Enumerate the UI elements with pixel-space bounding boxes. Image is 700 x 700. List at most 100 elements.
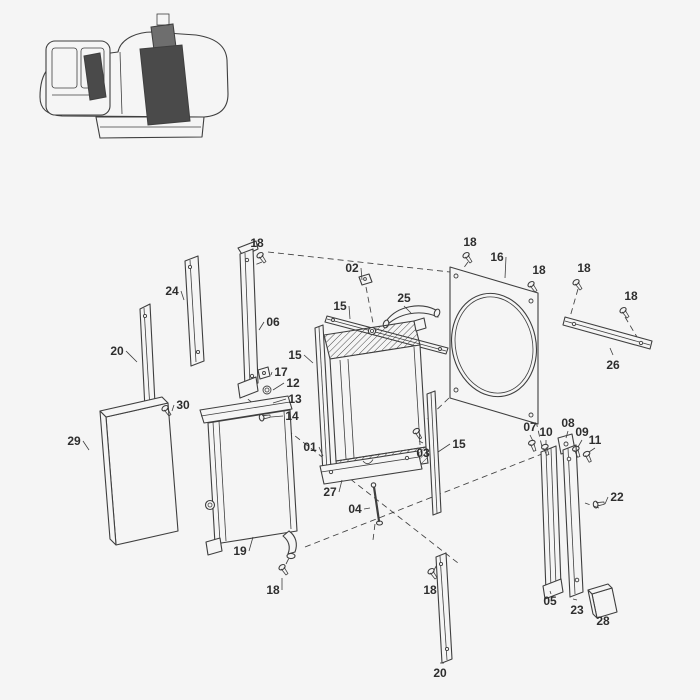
part-06-support-channel <box>237 240 259 399</box>
mount-hole <box>438 347 442 351</box>
part-label-05: 05 <box>543 594 557 608</box>
part-label-25: 25 <box>397 291 411 305</box>
part-28-pad <box>587 583 618 619</box>
guide-line <box>569 288 579 318</box>
mount-hole <box>249 373 255 379</box>
mount-hole <box>331 318 335 322</box>
part-12-ring <box>262 385 272 395</box>
part-label-20: 20 <box>110 344 124 358</box>
radiator-cap-inset <box>156 13 170 26</box>
part-04-rod <box>370 482 384 526</box>
cab-window-front <box>51 47 78 89</box>
mount-hole <box>404 455 410 461</box>
part-02-clamp <box>358 273 373 286</box>
leader-line <box>258 321 265 331</box>
leader-line <box>125 350 138 363</box>
leader-line <box>270 415 284 418</box>
part-17-fitting <box>257 366 271 380</box>
mount-hole <box>328 469 334 475</box>
mount-hole <box>187 264 193 270</box>
part-label-10: 10 <box>539 425 553 439</box>
bolt-icon <box>571 445 581 458</box>
part-label-17: 17 <box>274 365 288 379</box>
radiator-location-highlight <box>139 44 191 126</box>
guide-line <box>304 451 548 548</box>
leader-line <box>529 434 534 442</box>
part-27-lower-rail <box>319 450 423 485</box>
guide-line <box>372 523 376 541</box>
leader-layer <box>82 256 614 664</box>
leader-line <box>577 439 583 448</box>
mount-hole <box>453 387 459 393</box>
leader-line <box>437 443 451 453</box>
part-label-23: 23 <box>570 603 584 617</box>
part-label-29: 29 <box>67 434 81 448</box>
part-label-15: 15 <box>333 299 347 313</box>
leader-line <box>604 496 609 505</box>
leader-line <box>180 290 185 301</box>
mount-hole <box>244 257 250 263</box>
part-label-24: 24 <box>165 284 179 298</box>
boom-base-highlight <box>83 52 107 101</box>
part-26-brace-bar <box>562 316 653 350</box>
channel-foot <box>542 578 564 600</box>
part-16-fan-shroud <box>449 266 539 425</box>
leader-line <box>82 440 90 451</box>
part-19-oil-cooler <box>199 395 298 560</box>
part-label-30: 30 <box>176 398 190 412</box>
part-label-27: 27 <box>323 485 337 499</box>
part-15-right-strip <box>426 390 442 516</box>
part-label-12: 12 <box>286 376 300 390</box>
bolt-icon <box>256 251 267 264</box>
bolt-icon <box>619 306 630 319</box>
leader-line <box>418 440 424 444</box>
radiator-core <box>329 344 427 462</box>
guide-line <box>624 316 638 338</box>
mount-hole <box>528 412 534 418</box>
mount-hole <box>638 340 644 346</box>
leader-line <box>572 598 578 601</box>
part-label-18: 18 <box>577 261 591 275</box>
part-label-04: 04 <box>348 502 362 516</box>
engine-cover-line <box>119 51 123 115</box>
bolt-icon <box>592 500 605 509</box>
bolt-icon <box>527 280 538 293</box>
elbow-flange <box>286 552 296 560</box>
part-label-02: 02 <box>345 261 359 275</box>
mount-hole <box>142 313 148 319</box>
bolt-icon <box>278 563 289 576</box>
bolt-icon <box>427 567 438 580</box>
cooler-elbow <box>282 530 297 555</box>
leader-line <box>360 267 363 281</box>
mount-hole <box>574 577 580 583</box>
part-24-side-plate <box>184 255 205 367</box>
part-label-15: 15 <box>452 437 466 451</box>
part-label-22: 22 <box>610 490 624 504</box>
guide-line <box>365 286 374 324</box>
mount-hole <box>571 321 577 327</box>
leader-line <box>338 479 343 493</box>
part-label-07: 07 <box>523 420 537 434</box>
part-label-14: 14 <box>285 409 299 423</box>
leader-line <box>348 305 351 320</box>
part-label-18: 18 <box>250 236 264 250</box>
part-label-16: 16 <box>490 250 504 264</box>
radiator-top-bracket <box>413 317 427 332</box>
part-label-06: 06 <box>266 315 280 329</box>
bolt-icon <box>258 413 271 422</box>
leader-line <box>248 536 254 552</box>
mount-hole <box>528 298 534 304</box>
mount-hole <box>444 646 450 652</box>
filler-cap <box>367 326 377 336</box>
part-label-19: 19 <box>233 544 247 558</box>
part-05-channel <box>540 445 564 600</box>
bolt-icon <box>462 251 473 264</box>
part-label-01: 01 <box>303 440 317 454</box>
bolt-icon <box>161 404 172 417</box>
leader-line <box>303 354 314 364</box>
leader-line <box>363 507 371 510</box>
part-label-18: 18 <box>463 235 477 249</box>
part-label-08: 08 <box>561 416 575 430</box>
